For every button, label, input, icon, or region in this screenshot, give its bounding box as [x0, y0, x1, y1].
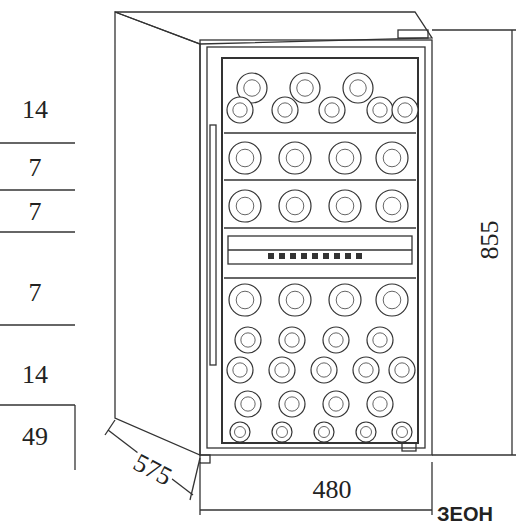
table-cell: 14: [22, 97, 48, 123]
shelf: [224, 277, 416, 278]
shelf: [224, 227, 416, 228]
bottle: [235, 391, 261, 417]
door-frame: [207, 47, 425, 448]
table-rule: [0, 404, 75, 405]
control-button: [301, 253, 307, 259]
bottle: [229, 190, 261, 222]
extension-line: [431, 462, 432, 515]
table-rule: [0, 231, 75, 232]
bottle: [319, 97, 345, 123]
control-button: [323, 253, 329, 259]
bottle: [367, 97, 393, 123]
cabinet-side: [115, 12, 200, 455]
bottle: [329, 190, 361, 222]
table-rule: [74, 405, 75, 470]
dimension: 855: [476, 219, 502, 262]
table-rule: [0, 142, 75, 143]
bottle: [227, 97, 253, 123]
door-glass: [222, 58, 418, 443]
control-button: [356, 253, 362, 259]
bottle: [272, 97, 298, 123]
bottle: [367, 391, 393, 417]
table-rule: [0, 324, 75, 325]
table-cell: 7: [29, 199, 42, 225]
bottle: [279, 327, 305, 353]
cabinet-top: [115, 12, 432, 44]
bottle: [376, 142, 408, 174]
control-button: [290, 253, 296, 259]
shelf: [224, 132, 416, 133]
control-button: [312, 253, 318, 259]
bottle: [279, 190, 311, 222]
table-cell: 7: [29, 155, 42, 181]
table-rule: [0, 189, 75, 190]
dimension: 575: [127, 448, 177, 491]
bottle: [279, 391, 305, 417]
bottle: [323, 327, 349, 353]
foot: [402, 443, 416, 451]
bottle: [367, 327, 393, 353]
bottle: [229, 284, 261, 316]
bottle: [290, 73, 320, 103]
bottle: [227, 357, 253, 383]
shelf: [224, 179, 416, 180]
bottle: [311, 357, 337, 383]
door-handle: [210, 125, 216, 365]
bottle: [389, 357, 415, 383]
bottle: [376, 190, 408, 222]
bottle: [314, 422, 334, 442]
bottle: [392, 422, 412, 442]
bottle: [356, 422, 376, 442]
bottle: [392, 97, 418, 123]
extension-line: [105, 420, 115, 435]
control-panel: [228, 249, 412, 250]
bottle: [279, 284, 311, 316]
bottle: [229, 142, 261, 174]
bottle: [329, 284, 361, 316]
table-cell: 14: [22, 362, 48, 388]
control-panel: [228, 236, 412, 264]
table-cell: 49: [22, 424, 48, 450]
dimension: 480: [311, 477, 354, 503]
extension-line: [199, 462, 200, 515]
bottle: [329, 142, 361, 174]
control-button: [268, 253, 274, 259]
watermark: ЗЕОН: [435, 504, 495, 524]
bottle: [272, 422, 292, 442]
bottle: [343, 73, 373, 103]
foot: [200, 455, 210, 463]
control-button: [345, 253, 351, 259]
dimension-line: [200, 509, 432, 510]
extension-line: [432, 29, 516, 30]
dimension-line: [108, 430, 193, 495]
bottle: [376, 284, 408, 316]
hinge: [398, 30, 428, 38]
table-cell: 7: [29, 280, 42, 306]
bottle: [235, 327, 261, 353]
bottle: [230, 422, 250, 442]
bottle: [323, 391, 349, 417]
cabinet-front: [200, 40, 432, 455]
bottle: [269, 357, 295, 383]
control-button: [279, 253, 285, 259]
control-button: [334, 253, 340, 259]
bottle: [279, 142, 311, 174]
bottle: [353, 357, 379, 383]
dimension-line: [511, 30, 512, 455]
extension-line: [432, 454, 516, 455]
